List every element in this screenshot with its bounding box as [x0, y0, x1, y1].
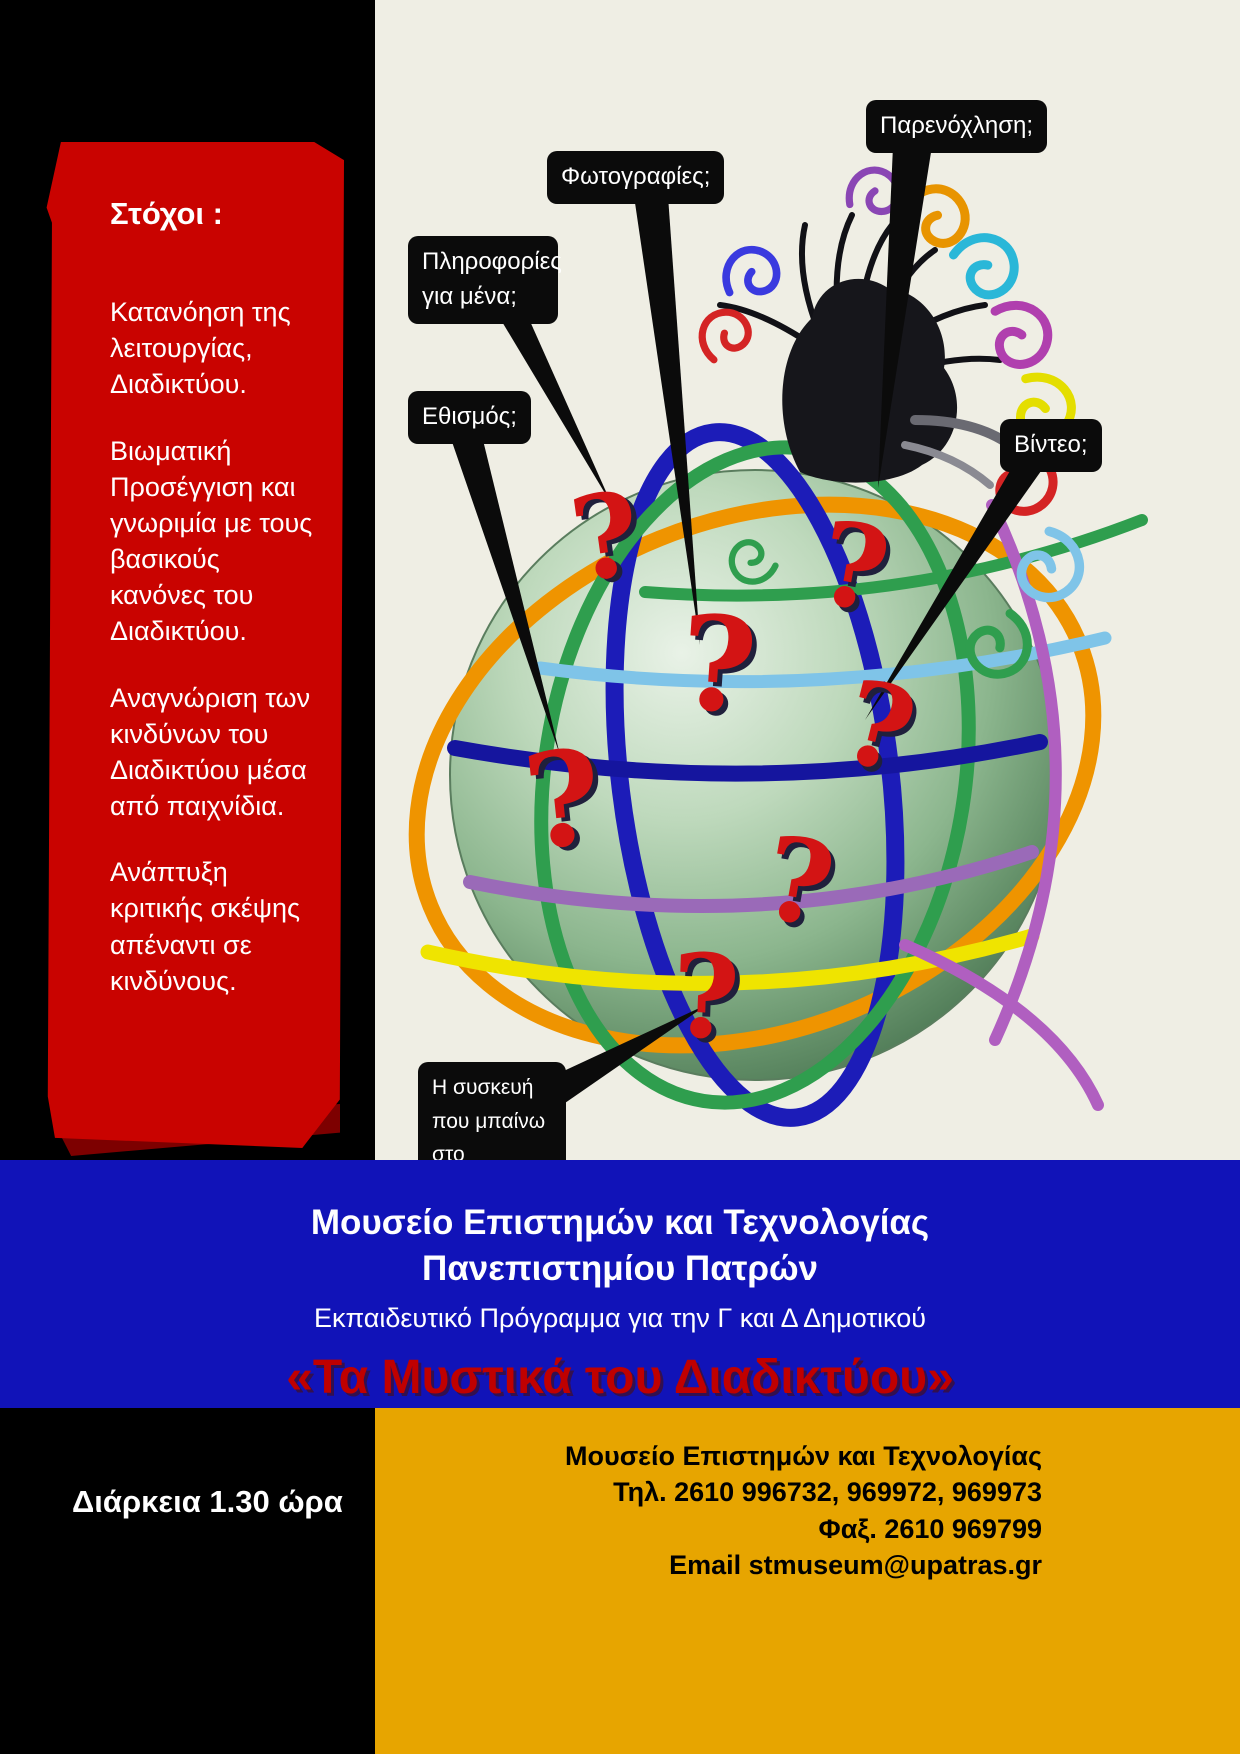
- orbit-ribbons: [408, 423, 1148, 1127]
- monster-illustration: [700, 161, 1091, 679]
- goal-item: Αναγνώριση των κινδύνων του Διαδικτύου μ…: [110, 682, 311, 822]
- museum-name-line1: Μουσείο Επιστημών και Τεχνολογίας: [310, 1203, 930, 1242]
- contact-phone: Τηλ. 2610 996732, 969972, 969973: [613, 1477, 1042, 1508]
- goal-item: Ανάπτυξη κριτικής σκέψης απέναντι σε κιν…: [110, 857, 301, 996]
- goals-ribbon: Στόχοι : Κατανόηση της λειτουργίας, Διαδ…: [46, 142, 344, 1148]
- globe-illustration: [408, 146, 1148, 1127]
- callout-personal-info: Πληροφορίες για μένα;: [408, 236, 562, 324]
- goals-title: Στόχοι :: [110, 196, 223, 231]
- contact-museum-name: Μουσείο Επιστημών και Τεχνολογίας: [565, 1441, 1042, 1471]
- callout-video: Βίντεο;: [1000, 419, 1102, 472]
- callout-addiction: Εθισμός;: [408, 391, 531, 444]
- callout-harassment: Παρενόχληση;: [866, 100, 1048, 153]
- program-subtitle: Εκπαιδευτικό Πρόγραμμα για την Γ και Δ Δ…: [314, 1303, 926, 1333]
- poster-title: «Τα Μυστικά του Διαδικτύου»: [286, 1351, 954, 1404]
- contact-email: Email stmuseum@upatras.gr: [669, 1550, 1042, 1581]
- callout-tails: [450, 146, 1046, 1112]
- question-mark: ?: [674, 585, 762, 744]
- goal-item: Βιωματική Προσέγγιση και γνωριμία με του…: [110, 435, 313, 647]
- contact-footer: Μουσείο Επιστημών και Τεχνολογίας Τηλ. 2…: [375, 1408, 1240, 1754]
- duration-text: Διάρκεια 1.30 ώρα: [72, 1484, 343, 1519]
- question-mark: ?: [669, 928, 742, 1067]
- callout-photos: Φωτογραφίες;: [547, 151, 725, 204]
- contact-fax: Φαξ. 2610 969799: [818, 1513, 1042, 1544]
- goal-item: Κατανόηση της λειτουργίας, Διαδικτύου.: [110, 297, 291, 400]
- question-mark: ?: [517, 719, 609, 880]
- blue-banner: Μουσείο Επιστημών και Τεχνολογίας Πανεπι…: [0, 1160, 1240, 1408]
- museum-name-line2: Πανεπιστημίου Πατρών: [421, 1248, 819, 1288]
